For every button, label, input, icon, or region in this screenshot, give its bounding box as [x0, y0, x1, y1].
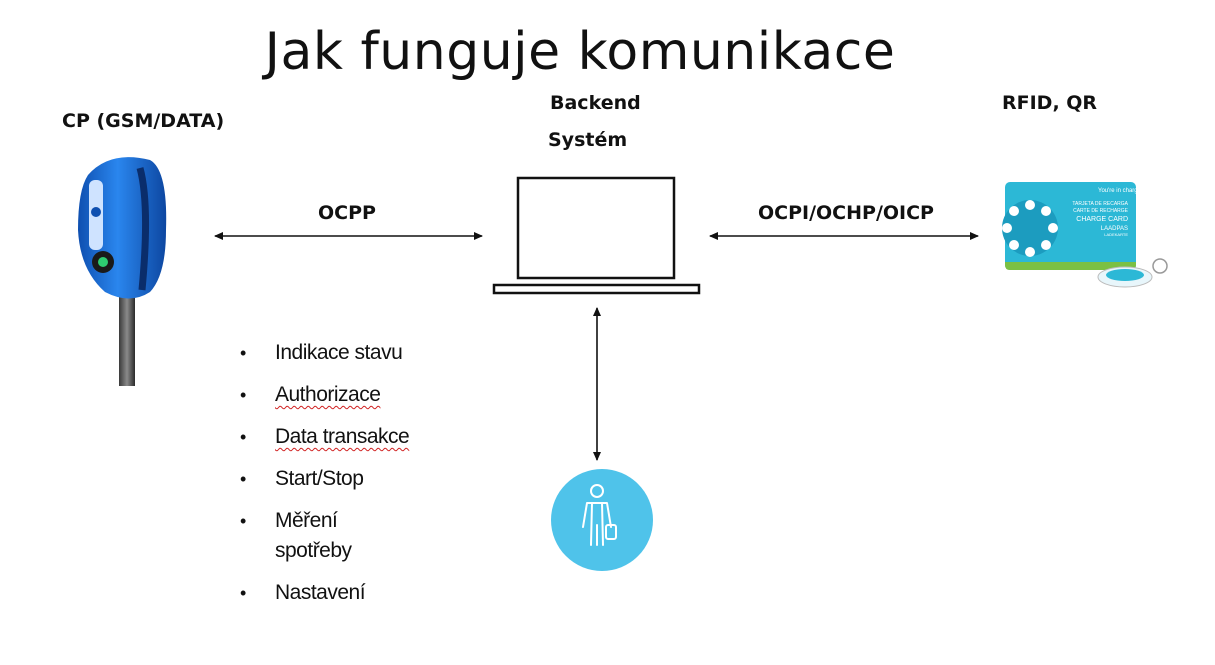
charging-station-icon [78, 157, 167, 386]
list-item: Měření spotřeby [240, 506, 385, 566]
list-item: Data transakce [240, 422, 410, 452]
card-line-4: LAADPAS [1101, 226, 1128, 232]
list-item: Indikace stavu [240, 338, 409, 368]
backend-label-line2: Systém [548, 129, 628, 151]
laptop-icon [492, 176, 701, 295]
charge-point-label: CP (GSM/DATA) [62, 110, 225, 132]
card-line-1: TARJETA DE RECARGA [1072, 201, 1128, 207]
rfid-qr-label: RFID, QR [1002, 92, 1098, 114]
card-line-2: CARTE DE RECHARGE [1073, 208, 1129, 214]
ocpp-label: OCPP [318, 202, 376, 224]
card-tagline: You're in charge [1098, 188, 1142, 194]
ocpi-ochp-oicp-label: OCPI/OCHP/OICP [758, 202, 934, 224]
page-title: Jak funguje komunikace [264, 22, 896, 82]
list-item: Authorizace [240, 380, 409, 410]
backend-label-line1: Backend [550, 92, 641, 114]
list-item: Nastavení [240, 578, 409, 608]
user-icon [551, 469, 653, 571]
card-line-3: CHARGE CARD [1076, 216, 1128, 223]
list-item: Start/Stop [240, 464, 409, 494]
feature-list: Indikace stavu Authorizace Data transakc… [240, 338, 410, 620]
card-line-5: LADEKARTE [1104, 232, 1128, 237]
charge-card-icon: You're in charge TARJETA DE RECARGA CART… [1002, 182, 1168, 288]
